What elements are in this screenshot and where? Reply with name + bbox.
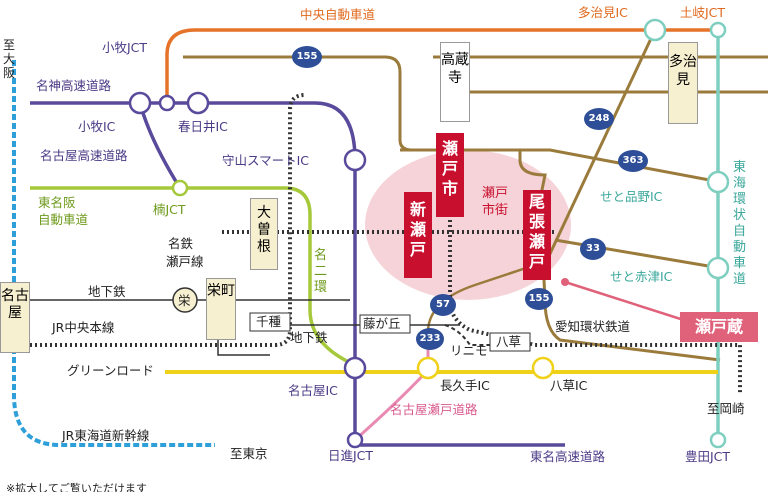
tomei-hanshin-line bbox=[30, 186, 356, 367]
kusunoki-jct-label: 楠JCT bbox=[153, 202, 186, 217]
chikusa-station-box bbox=[249, 312, 291, 332]
sakae-station-marker bbox=[172, 287, 198, 313]
fujigaoka-station-box bbox=[359, 314, 411, 334]
nagoya-ic-marker bbox=[343, 356, 367, 380]
yakusa-label: 八草 bbox=[496, 334, 521, 349]
kasugai-ic-marker bbox=[186, 91, 210, 115]
setogura-pointer bbox=[564, 280, 691, 324]
seto-akazu-ic-label: せと赤津IC bbox=[610, 269, 673, 284]
toki-jct-marker bbox=[709, 21, 727, 39]
to-tokyo-label: 至東京 bbox=[230, 446, 268, 461]
nagakute-ic-marker bbox=[416, 356, 440, 380]
tomei-hanshin-label-2: 自動車道 bbox=[38, 212, 89, 227]
shinkansen-label: JR東海道新幹線 bbox=[61, 428, 150, 443]
komaki-jct-label: 小牧JCT bbox=[102, 40, 147, 55]
route-155-sign-north: 155 bbox=[292, 46, 322, 68]
kusunoki-jct-marker bbox=[171, 179, 189, 197]
route248-line bbox=[546, 29, 657, 259]
sakae-label: 栄 bbox=[178, 293, 191, 308]
toki-jct-label: 土岐JCT bbox=[680, 5, 725, 20]
route155-line bbox=[183, 55, 721, 362]
owari-seto-box: 尾張瀬戸 bbox=[523, 190, 551, 280]
yakusa-ic-marker bbox=[531, 356, 555, 380]
tomei-hanshin-label-1: 東名阪 bbox=[38, 195, 76, 210]
shinkansen-line bbox=[12, 60, 215, 447]
route-57-sign: 57 bbox=[430, 294, 456, 316]
route-363-sign: 363 bbox=[618, 150, 648, 172]
nisshin-jct-marker bbox=[346, 431, 364, 449]
nagakute-ic-label: 長久手IC bbox=[440, 378, 490, 393]
route-233-sign: 233 bbox=[416, 328, 444, 350]
linimo-label: リニモ bbox=[450, 343, 488, 358]
meitetsu-label-2: 瀬戸線 bbox=[166, 254, 204, 269]
tajimi-ic-marker bbox=[643, 18, 667, 42]
tajimi-box: 多治見 bbox=[668, 42, 698, 124]
toyota-jct-label: 豊田JCT bbox=[685, 449, 730, 464]
nisuikan-label: 名二環 bbox=[314, 248, 328, 295]
ozone-box: 大曽根 bbox=[250, 198, 278, 270]
route-248-sign: 248 bbox=[584, 108, 614, 130]
route-155-sign-south: 155 bbox=[525, 288, 553, 310]
seto-shinano-ic-label: せと品野IC bbox=[600, 189, 663, 204]
jr-chuo-label: JR中央本線 bbox=[51, 320, 115, 335]
tajimi-ic-label: 多治見IC bbox=[578, 5, 628, 20]
tomei-label: 東名高速道路 bbox=[530, 449, 606, 464]
sakaemachi-box: 栄町 bbox=[206, 278, 236, 340]
tokai-kanjo-label: 東海環状 自動車道 bbox=[733, 160, 747, 287]
seto-shigai-label: 瀬戸 市街 bbox=[481, 186, 508, 218]
nagoya-ic-label: 名古屋IC bbox=[288, 383, 338, 398]
meishin-label: 名神高速道路 bbox=[36, 78, 112, 93]
yakusa-ic-label: 八草IC bbox=[550, 378, 588, 393]
ic-markers bbox=[128, 18, 730, 449]
chuo-expressway-line bbox=[165, 28, 718, 103]
komaki-ic-marker bbox=[128, 91, 152, 115]
nagoya-seto-road-label: 名古屋瀬戸道路 bbox=[390, 402, 478, 417]
fujigaoka-label: 藤が丘 bbox=[363, 316, 401, 331]
chikusa-label: 千種 bbox=[256, 314, 282, 329]
to-osaka-label: 至大阪 bbox=[3, 38, 16, 80]
kasugai-ic-label: 春日井IC bbox=[178, 119, 228, 134]
komaki-jct-marker bbox=[158, 94, 176, 112]
seto-shinano-ic-marker bbox=[706, 170, 730, 194]
chuo-label: 中央自動車道 bbox=[300, 7, 376, 22]
yakusa-station-box bbox=[489, 332, 531, 352]
setogura-dot bbox=[561, 278, 569, 286]
subway-label: 地下鉄 bbox=[88, 284, 126, 299]
seto-akazu-ic-marker bbox=[706, 256, 730, 280]
jr-chuo-line bbox=[30, 93, 306, 347]
route-33-sign: 33 bbox=[580, 238, 606, 260]
toyota-jct-marker bbox=[709, 431, 727, 449]
moriyama-ic-marker bbox=[343, 148, 367, 172]
nagoya-box: 名古屋 bbox=[0, 282, 30, 353]
linimo-line bbox=[444, 324, 530, 346]
setogura-box: 瀬戸蔵 bbox=[680, 312, 758, 342]
kozoji-box: 高蔵寺 bbox=[440, 42, 470, 122]
meitetsu-label-1: 名鉄 bbox=[168, 236, 194, 251]
subway2-label: 地下鉄 bbox=[290, 330, 328, 345]
moriyama-ic-label: 守山スマートIC bbox=[222, 153, 309, 168]
setoshi-box: 瀬戸市 bbox=[436, 133, 464, 217]
footnote: ※拡大してご覧いただけます bbox=[6, 481, 147, 492]
nagoya-expressway-label: 名古屋高速道路 bbox=[40, 148, 128, 163]
komaki-ic-label: 小牧IC bbox=[78, 119, 116, 134]
meishin-expressway-line bbox=[30, 101, 565, 447]
green-road-label: グリーンロード bbox=[67, 363, 154, 378]
nisshin-jct-label: 日進JCT bbox=[328, 448, 373, 463]
aichi-kanjo-label: 愛知環状鉄道 bbox=[555, 319, 631, 334]
shin-seto-box: 新瀬戸 bbox=[404, 192, 432, 278]
to-okazaki-label: 至岡崎 bbox=[707, 401, 745, 416]
